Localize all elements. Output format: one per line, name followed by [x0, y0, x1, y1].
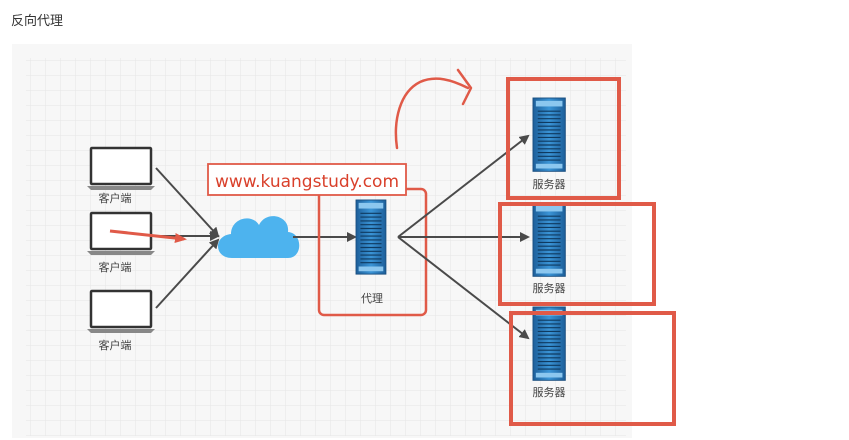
server-label: 服务器	[533, 178, 566, 191]
watermark-text: www.kuangstudy.com	[215, 172, 399, 192]
highlight-arrow	[109, 229, 187, 244]
proxy-label: 代理	[361, 292, 383, 305]
server-highlight-box	[509, 311, 676, 426]
page-title: 反向代理	[11, 14, 64, 29]
server-icon	[532, 97, 566, 172]
client-laptop-icon	[85, 289, 157, 335]
cloud-icon	[217, 216, 300, 258]
hand-drawn-arrow	[394, 77, 470, 150]
server-label: 服务器	[533, 386, 566, 399]
client-laptop-icon	[85, 146, 157, 192]
proxy-server-icon	[355, 199, 387, 275]
hand-drawn-arrowhead	[456, 68, 473, 106]
arrow-proxy-to-server	[397, 236, 530, 340]
server-highlight-box	[506, 77, 621, 200]
client-label: 客户端	[99, 191, 132, 205]
client-label: 客户端	[99, 260, 132, 274]
arrow-client-to-cloud	[155, 167, 220, 238]
server-label: 服务器	[533, 282, 566, 295]
arrow-client-to-cloud	[155, 238, 220, 309]
server-icon	[532, 306, 566, 381]
client-label: 客户端	[99, 338, 132, 352]
watermark-box	[207, 163, 407, 196]
server-icon	[532, 202, 566, 277]
server-highlight-box	[498, 202, 656, 306]
